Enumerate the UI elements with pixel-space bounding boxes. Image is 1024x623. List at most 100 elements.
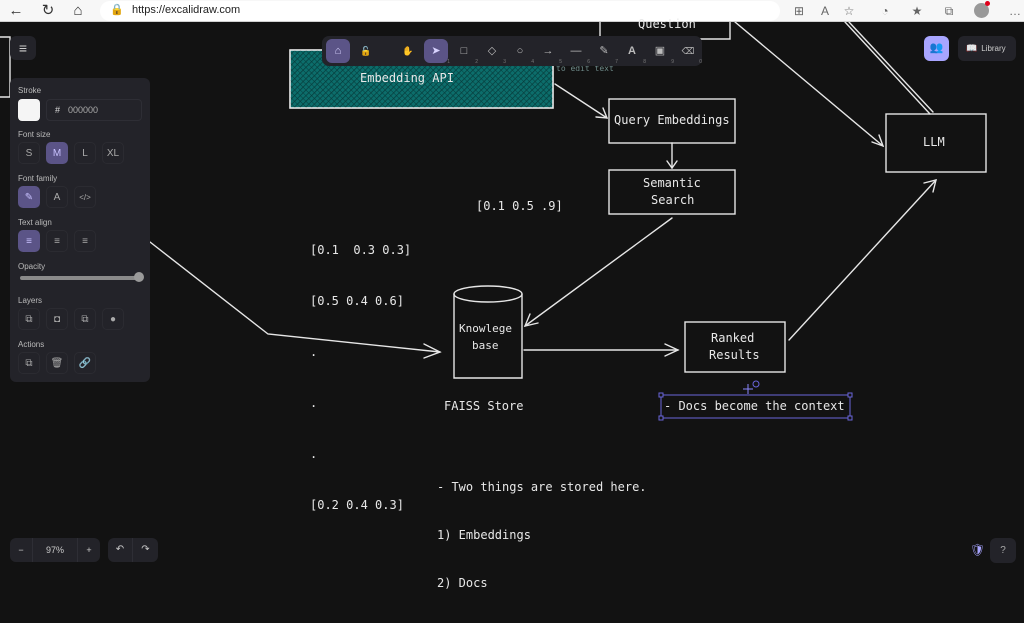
vector-row: [0.5 0.4 0.6] — [310, 294, 404, 308]
rectangle-tool-icon[interactable]: □2 — [460, 45, 478, 65]
keep-tool-active-icon[interactable]: ⌂ — [326, 39, 350, 63]
eraser-tool-icon[interactable]: ⌫0 — [681, 46, 702, 65]
link-icon[interactable]: 🔗 — [74, 352, 96, 374]
opacity-slider-thumb[interactable] — [134, 272, 144, 282]
send-to-back-icon[interactable]: ⧉ — [18, 308, 40, 330]
docs-context-text[interactable]: - Docs become the context — [664, 399, 845, 413]
font-size-label: Font size — [18, 130, 51, 139]
text-align-label: Text align — [18, 218, 52, 227]
library-button[interactable]: 📖Library — [958, 36, 1016, 61]
send-backward-icon[interactable]: ◘ — [46, 308, 68, 330]
selection-frame — [658, 380, 853, 421]
font-family-label: Font family — [18, 174, 58, 183]
lock-icon: 🔒 — [110, 4, 124, 16]
vector-ellipsis: . — [310, 396, 318, 410]
storage-note: - Two things are stored here. 1) Embeddi… — [437, 447, 647, 623]
embedding-api-label: Embedding API — [360, 71, 454, 85]
align-right-icon[interactable]: ≡ — [74, 230, 96, 252]
collections-icon[interactable]: ⧉ — [944, 4, 954, 18]
hash-symbol: # — [55, 105, 61, 115]
diamond-tool-icon[interactable]: ◇3 — [487, 45, 506, 65]
hand-tool-icon[interactable]: ✋ — [402, 46, 414, 56]
apps-icon[interactable]: ⊞ — [793, 4, 805, 18]
font-size-s[interactable]: S — [18, 142, 40, 164]
back-icon[interactable]: ← — [8, 2, 24, 19]
refresh-icon[interactable]: ↻ — [41, 2, 55, 19]
llm-label: LLM — [923, 135, 945, 149]
stroke-color-swatch[interactable] — [18, 99, 40, 121]
bring-to-front-icon[interactable]: ● — [102, 308, 124, 330]
help-button[interactable]: ? — [990, 538, 1016, 563]
zoom-level[interactable]: 97% — [32, 538, 78, 562]
semantic-search-box — [608, 169, 736, 215]
properties-panel: Stroke #000000 Font size S M L XL Font f… — [10, 78, 150, 382]
question-label: Question — [638, 17, 696, 31]
partial-box-left — [0, 36, 11, 98]
bring-forward-icon[interactable]: ⧉ — [74, 308, 96, 330]
shield-check-icon[interactable]: 🛡 — [970, 543, 986, 557]
actions-label: Actions — [18, 340, 45, 349]
home-icon[interactable]: ⌂ — [73, 2, 83, 19]
main-menu-button[interactable]: ≡ — [10, 36, 36, 60]
layers-label: Layers — [18, 296, 43, 305]
ranked-results-box — [684, 321, 786, 373]
favorites-icon[interactable]: ★ — [911, 4, 923, 18]
font-size-xl[interactable]: XL — [102, 142, 124, 164]
align-left-icon[interactable]: ≡ — [18, 230, 40, 252]
notification-dot — [985, 1, 990, 6]
font-family-hand-drawn-icon[interactable]: ✎ — [18, 186, 40, 208]
arrow-ranked-llm — [788, 179, 937, 341]
opacity-slider-track[interactable] — [20, 276, 140, 280]
duplicate-icon[interactable]: ⧉ — [18, 352, 40, 374]
url-text[interactable]: https://excalidraw.com — [132, 4, 241, 16]
hamburger-icon: ≡ — [18, 40, 28, 56]
ranked-label-1: Ranked — [711, 331, 755, 345]
zoom-controls: − 97% + — [10, 538, 100, 562]
font-family-code-icon[interactable]: </> — [74, 186, 96, 208]
arrow-tool-icon[interactable]: →5 — [542, 45, 563, 65]
users-icon: 👥 — [929, 42, 944, 54]
semantic-label-2: Search — [651, 193, 695, 207]
ranked-label-2: Results — [709, 348, 760, 362]
query-embeddings-label: Query Embeddings — [614, 113, 730, 127]
lock-icon[interactable]: 🔓 — [360, 46, 372, 56]
draw-tool-icon[interactable]: ✎7 — [599, 45, 618, 65]
delete-icon[interactable]: 🗑 — [46, 352, 68, 374]
note-line: - Two things are stored here. — [437, 480, 647, 494]
line-tool-icon[interactable]: —6 — [570, 45, 591, 65]
vector-ellipsis: . — [310, 447, 318, 461]
stroke-hex-input[interactable]: #000000 — [46, 99, 142, 121]
library-label: Library — [981, 44, 1006, 53]
undo-button[interactable]: ↶ — [108, 538, 133, 562]
vector-ellipsis: . — [310, 345, 318, 359]
selection-tool-icon[interactable]: ➤1 — [424, 39, 450, 65]
zoom-in-button[interactable]: + — [86, 545, 92, 555]
drawing-canvas[interactable]: Question Embedding API to edit text Quer… — [0, 17, 1024, 590]
stroke-label: Stroke — [18, 86, 42, 95]
image-tool-icon[interactable]: ▣9 — [654, 45, 674, 65]
zoom-out-button[interactable]: − — [18, 545, 24, 555]
arrow-semantic-kb — [524, 217, 673, 327]
move-handle-icon[interactable] — [743, 384, 753, 394]
font-family-normal-icon[interactable]: A — [46, 186, 68, 208]
book-icon: 📖 — [966, 43, 978, 53]
read-aloud-icon[interactable]: A — [820, 4, 829, 18]
favorite-add-icon[interactable]: ☆ — [843, 4, 855, 18]
align-center-icon[interactable]: ≡ — [46, 230, 68, 252]
browser-bar: ← ↻ ⌂ 🔒 https://excalidraw.com ⊞ A ☆ ◔ ★… — [0, 0, 1024, 22]
address-bar[interactable]: 🔒 https://excalidraw.com — [100, 1, 780, 21]
copilot-icon[interactable]: ◔ — [881, 4, 889, 18]
font-size-l[interactable]: L — [74, 142, 96, 164]
edit-hint: to edit text — [556, 64, 614, 73]
live-collaboration-button[interactable]: 👥 — [924, 36, 949, 61]
more-icon[interactable]: … — [1009, 4, 1021, 18]
profile-avatar[interactable] — [974, 3, 989, 18]
font-size-m[interactable]: M — [46, 142, 68, 164]
redo-button[interactable]: ↷ — [141, 544, 150, 555]
stroke-hex-value[interactable]: 000000 — [68, 105, 99, 115]
history-controls: ↶ ↷ — [108, 538, 158, 562]
ellipse-tool-icon[interactable]: ○4 — [516, 45, 534, 65]
query-vector: [0.1 0.5 .9] — [476, 199, 563, 213]
